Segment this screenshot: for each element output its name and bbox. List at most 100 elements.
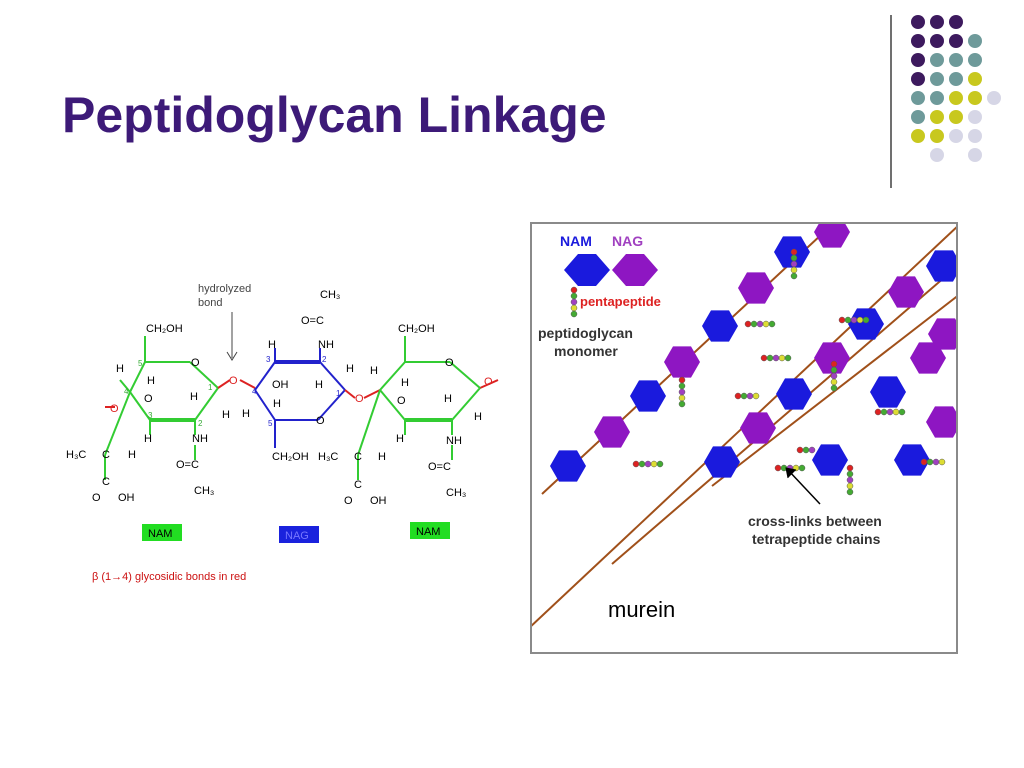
legend-nam-label: NAM <box>560 233 592 249</box>
h-label-10: H <box>273 398 281 410</box>
nh-label-3: NH <box>446 435 462 447</box>
peptide-bead <box>886 408 894 416</box>
decor-dot <box>911 34 925 48</box>
crosslink-label-line2: tetrapeptide chains <box>752 531 881 547</box>
peptide-bead <box>644 460 652 468</box>
peptide-bead <box>830 378 838 386</box>
legend-pentapeptide-label: pentapeptide <box>580 294 661 309</box>
nam-tag-2: NAM <box>416 526 440 538</box>
o-label-4: O <box>344 495 353 507</box>
decor-dot <box>930 91 944 105</box>
h-label-7: H <box>268 339 276 351</box>
nam-hexagon <box>926 250 956 282</box>
decor-dot <box>968 110 982 124</box>
peptide-bead <box>932 458 940 466</box>
peptide-bead <box>926 458 934 466</box>
decor-dot <box>911 129 925 143</box>
peptide-bead <box>678 382 686 390</box>
carbon-numbers: 5 4 3 2 1 3 2 4 1 5 <box>124 355 341 428</box>
h-label-15: H <box>474 411 482 423</box>
c2-number-1: 2 <box>198 419 203 428</box>
glycan-chain <box>611 266 956 565</box>
nag-ring <box>254 348 346 448</box>
decor-dot <box>930 110 944 124</box>
annotation-arrow-head <box>226 351 238 361</box>
crosslink-arrow-head <box>785 467 797 479</box>
h-label-9: H <box>242 408 250 420</box>
peptide-bead <box>898 408 906 416</box>
decor-dot <box>968 72 982 86</box>
c3-number-1: 3 <box>148 411 153 420</box>
legend-peptide-bead <box>570 292 578 300</box>
peptide-bead <box>752 392 760 400</box>
peptide-bead <box>734 392 742 400</box>
ring-oxygen-label-3: O <box>445 357 454 369</box>
oc-label-1: O=C <box>176 459 199 471</box>
decor-dot <box>911 91 925 105</box>
monomer-label-line2: monomer <box>554 343 618 359</box>
cell-wall-schematic-frame: NAM NAG pentapeptide peptidoglycan monom… <box>530 222 958 654</box>
peptide-bead <box>892 408 900 416</box>
peptide-bead <box>880 408 888 416</box>
h-label-4: H <box>222 409 230 421</box>
decorative-dot-grid <box>911 15 1001 162</box>
peptide-bead <box>790 248 798 256</box>
legend-nag-label: NAG <box>612 233 643 249</box>
peptide-bead <box>678 376 686 384</box>
nam-tag-2-box <box>410 522 450 539</box>
c-label-1: C <box>102 449 110 461</box>
h-label-17: H <box>378 451 386 463</box>
nam-hexagon <box>894 444 930 476</box>
peptide-bead <box>678 400 686 408</box>
legend-peptide-bead <box>570 298 578 306</box>
decor-dot <box>911 15 925 29</box>
o-label-3: O <box>397 395 406 407</box>
peptide-bead <box>846 470 854 478</box>
nam-hexagon <box>776 378 812 410</box>
nag-hexagon <box>910 342 946 374</box>
peptide-bead <box>756 320 764 328</box>
peptide-bead <box>850 316 858 324</box>
peptide-bead <box>790 260 798 268</box>
ring-oxygen-label-2: O <box>316 415 325 427</box>
peptide-bead <box>862 316 870 324</box>
h-label-16: H <box>396 433 404 445</box>
nam-hexagon <box>704 446 740 478</box>
h-label-2: H <box>147 375 155 387</box>
glycosidic-bond-caption: β (1→4) glycosidic bonds in red <box>92 571 246 583</box>
h-left-label: O <box>110 403 119 415</box>
nag-tag: NAG <box>285 530 309 542</box>
oc-label-2: O=C <box>301 315 324 327</box>
peptidoglycan-mesh-diagram: NAM NAG pentapeptide peptidoglycan monom… <box>532 224 956 627</box>
slide-title: Peptidoglycan Linkage <box>62 87 607 143</box>
peptide-bead <box>846 476 854 484</box>
decor-dot <box>949 110 963 124</box>
c-label-2: C <box>102 476 110 488</box>
decor-dot <box>911 53 925 67</box>
nag-hexagon <box>740 412 776 444</box>
peptide-bead <box>830 384 838 392</box>
h-label-6: H <box>128 449 136 461</box>
legend-pentapeptide-chain <box>570 286 578 318</box>
end-oxygen-label: O <box>484 376 493 388</box>
decor-dot <box>930 15 944 29</box>
peptide-bead <box>632 460 640 468</box>
peptide-bead <box>790 272 798 280</box>
decor-dot <box>930 148 944 162</box>
decor-dot <box>949 34 963 48</box>
peptide-bead <box>844 316 852 324</box>
decor-dot <box>968 91 982 105</box>
nam-hexagon <box>848 308 884 340</box>
h-label-14: H <box>444 393 452 405</box>
peptide-bead <box>790 266 798 274</box>
nam-ring-2 <box>357 336 481 480</box>
peptide-bead <box>830 360 838 368</box>
crosslink-label-line1: cross-links between <box>748 513 882 529</box>
c1-number-1: 1 <box>208 383 213 392</box>
oc-label-3: O=C <box>428 461 451 473</box>
c3-number-2: 3 <box>266 355 271 364</box>
nam-hexagon <box>870 376 906 408</box>
decor-dot <box>968 129 982 143</box>
h-label-11: H <box>346 363 354 375</box>
peptide-bead <box>760 354 768 362</box>
